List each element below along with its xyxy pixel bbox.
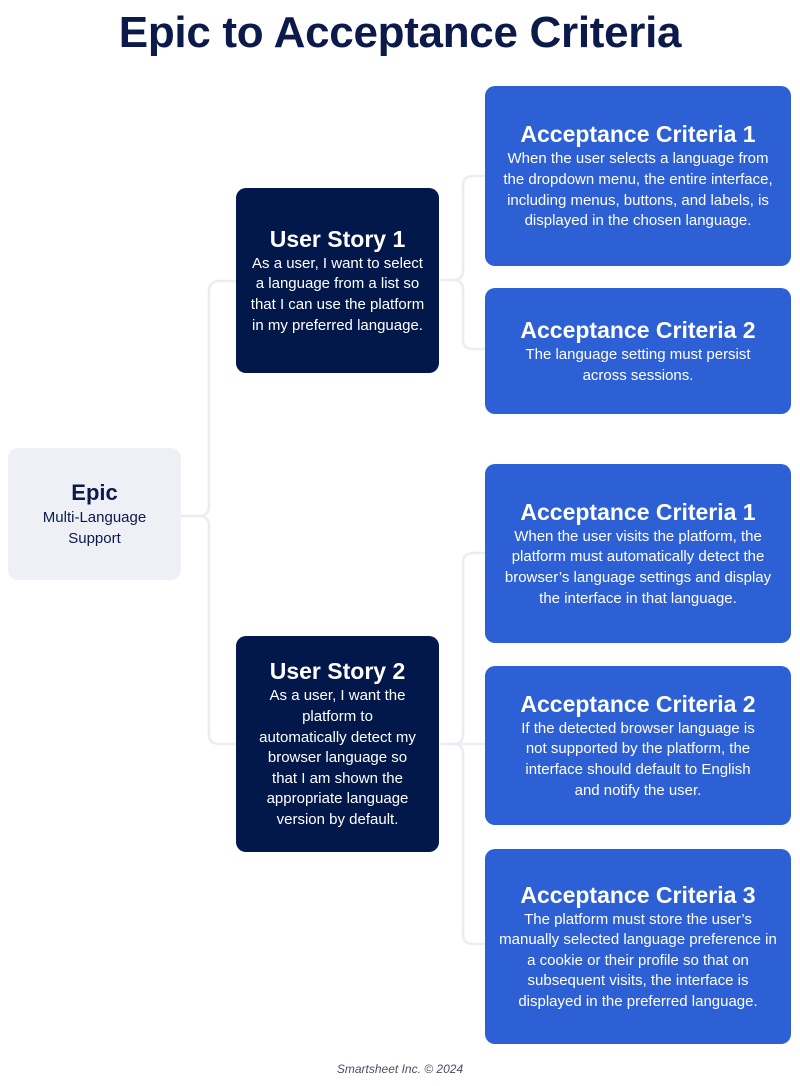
user-story-1-title: User Story 1 bbox=[269, 225, 406, 252]
story-1-acceptance-criteria-1-node: Acceptance Criteria 1 When the user sele… bbox=[485, 86, 791, 266]
connector-story-2-to-criteria-3 bbox=[452, 742, 486, 946]
story-1-acceptance-criteria-2-node: Acceptance Criteria 2 The language setti… bbox=[485, 288, 791, 414]
story-2-acceptance-criteria-1-node: Acceptance Criteria 1 When the user visi… bbox=[485, 464, 791, 643]
page-title: Epic to Acceptance Criteria bbox=[118, 8, 682, 57]
story-2-criteria-3-description: The platform must store the user’s manua… bbox=[499, 910, 777, 1010]
connector-story-1-to-criteria-1 bbox=[438, 174, 486, 282]
user-story-1-description: As a user, I want to select a language f… bbox=[250, 254, 425, 334]
connector-story-1-to-criteria-2 bbox=[452, 278, 486, 351]
connector-story-2-to-criteria-1 bbox=[438, 551, 486, 746]
user-story-1-node: User Story 1 As a user, I want to select… bbox=[236, 188, 439, 373]
connector-epic-to-story-1 bbox=[181, 279, 236, 518]
user-story-2-title: User Story 2 bbox=[269, 658, 406, 685]
story-1-criteria-2-description: The language setting must persist across… bbox=[525, 345, 751, 384]
connector-epic-to-story-2 bbox=[198, 514, 236, 746]
story-1-criteria-1-title: Acceptance Criteria 1 bbox=[520, 121, 756, 148]
story-1-criteria-1-description: When the user selects a language from th… bbox=[503, 150, 773, 230]
user-story-2-node: User Story 2 As a user, I want the platf… bbox=[236, 636, 439, 852]
story-2-criteria-1-title: Acceptance Criteria 1 bbox=[520, 498, 756, 525]
story-2-acceptance-criteria-3-node: Acceptance Criteria 3 The platform must … bbox=[485, 849, 791, 1044]
epic-title: Epic bbox=[71, 479, 118, 505]
user-story-2-description: As a user, I want the platform to automa… bbox=[259, 687, 416, 828]
epic-description: Multi-Language Support bbox=[42, 508, 147, 547]
copyright-footer: Smartsheet Inc. © 2024 bbox=[336, 1062, 464, 1076]
story-2-criteria-2-description: If the detected browser language is not … bbox=[521, 719, 755, 799]
story-2-criteria-3-title: Acceptance Criteria 3 bbox=[520, 881, 756, 908]
story-2-criteria-2-title: Acceptance Criteria 2 bbox=[520, 690, 756, 717]
epic-node: Epic Multi-Language Support bbox=[8, 448, 181, 580]
story-2-criteria-1-description: When the user visits the platform, the p… bbox=[504, 527, 772, 607]
story-2-acceptance-criteria-2-node: Acceptance Criteria 2 If the detected br… bbox=[485, 666, 791, 825]
story-1-criteria-2-title: Acceptance Criteria 2 bbox=[520, 316, 756, 343]
